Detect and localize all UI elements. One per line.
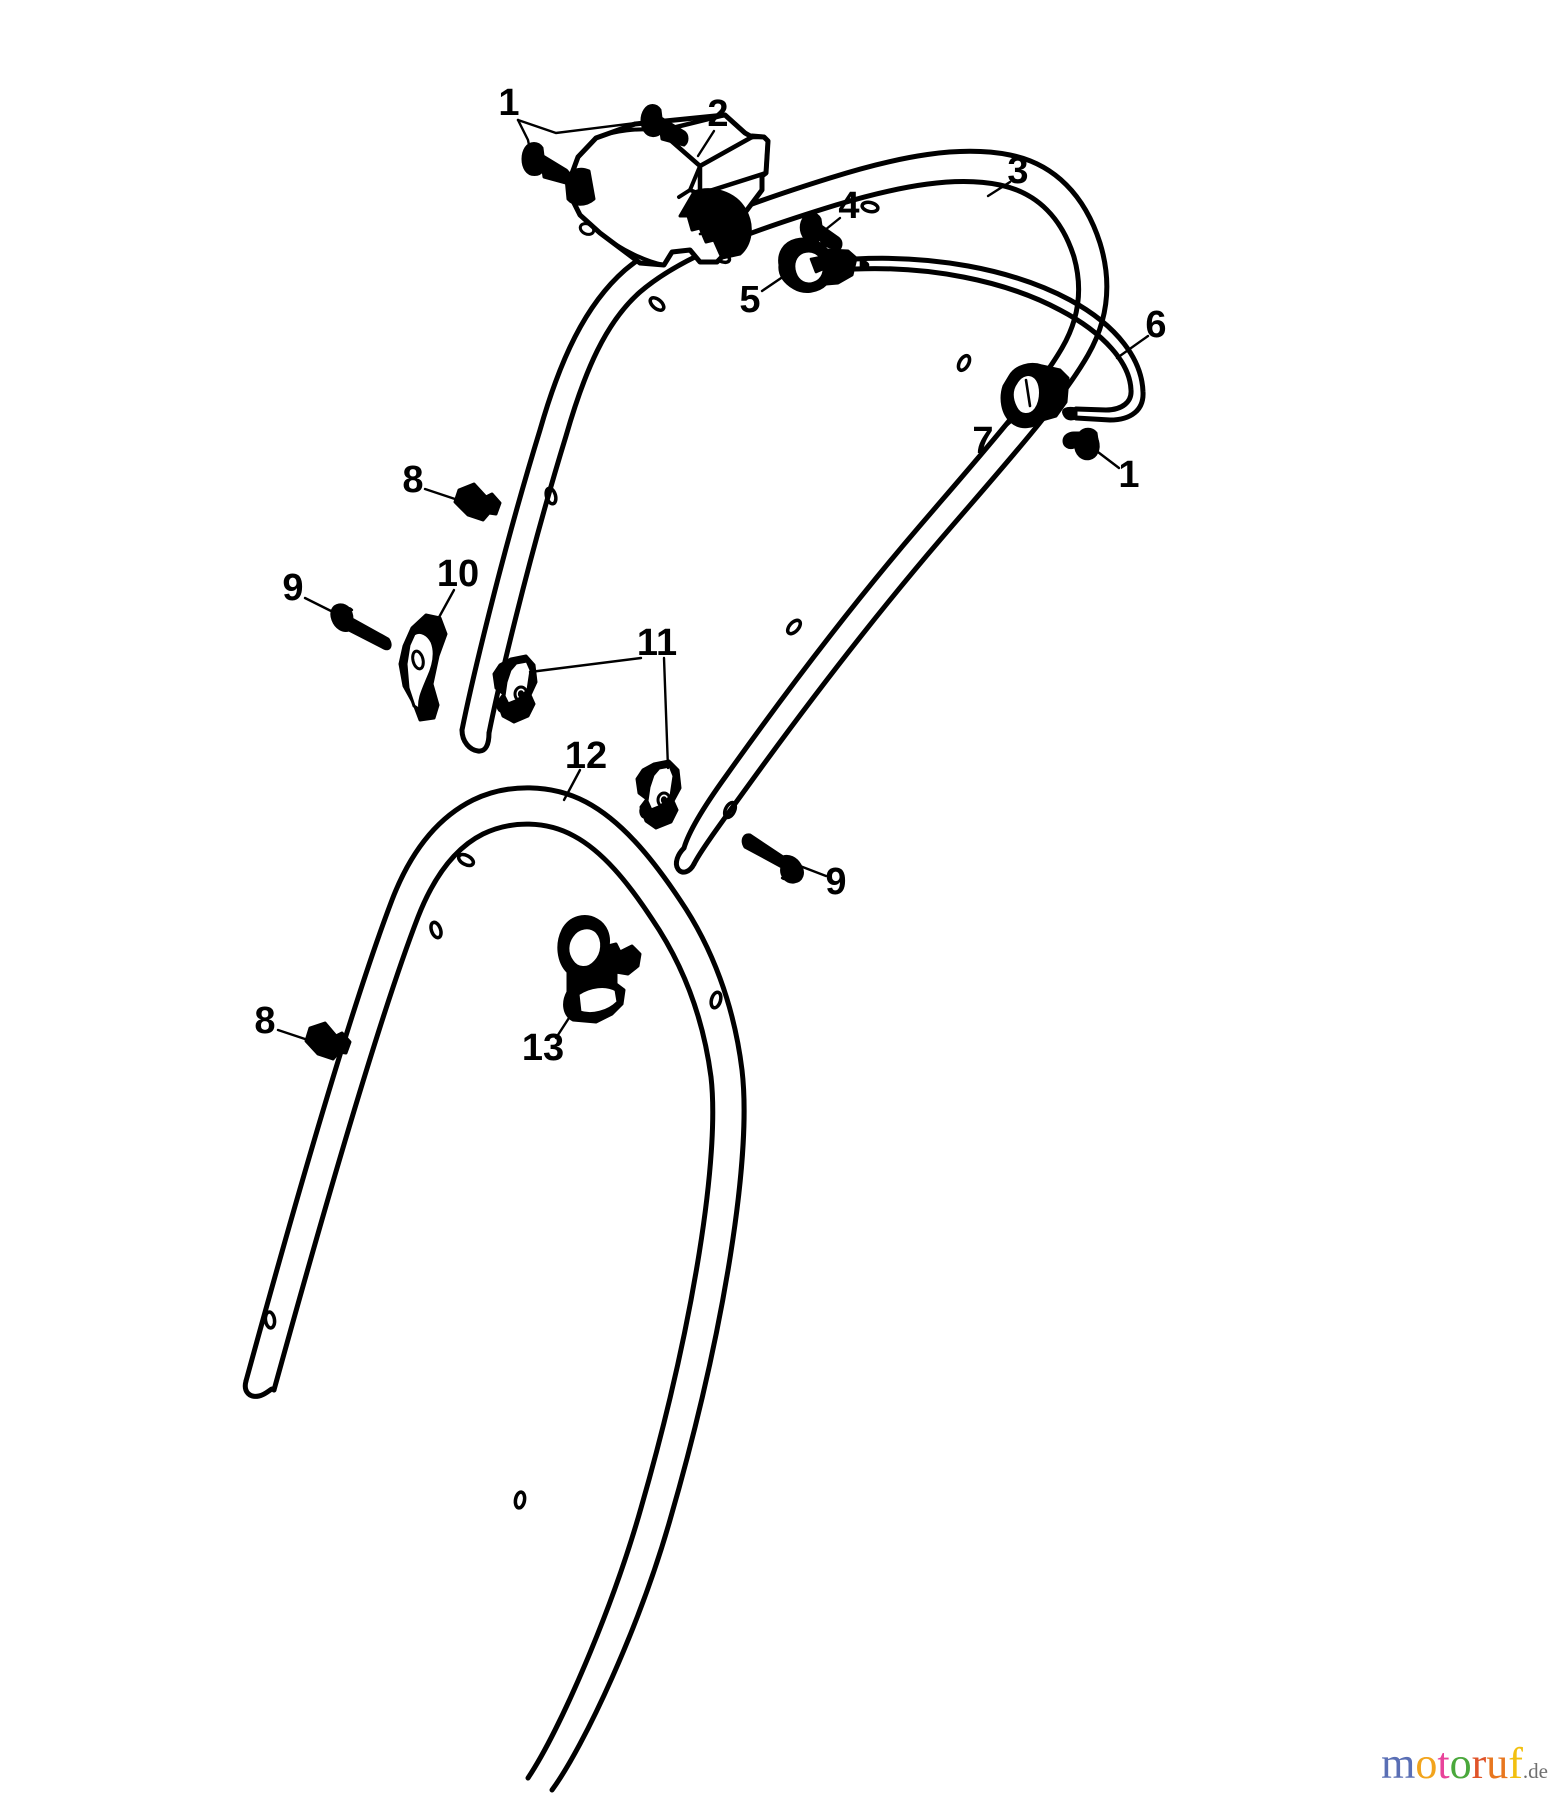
part-1-screw-upper-a (640, 104, 689, 147)
part-1-screw-lower-right (1062, 427, 1100, 461)
logo-letter-o2: o (1449, 1739, 1472, 1788)
part-1-screw-upper-b (521, 142, 571, 185)
logo-suffix: .de (1522, 1759, 1548, 1783)
callout-5: 5 (739, 279, 760, 321)
callout-3: 3 (1007, 150, 1028, 192)
callout-2: 2 (707, 93, 728, 135)
part-13-cable-guide-clip (557, 915, 642, 1024)
switch-housing-ribs (678, 188, 752, 260)
part-5-cable-clamp-upper (778, 237, 858, 293)
callout-7: 7 (972, 420, 993, 462)
part-10-bracket-plate (398, 613, 448, 722)
part-3-upper-handle-bar (459, 148, 1110, 875)
callout-8b: 8 (254, 1000, 275, 1042)
part-11-wing-knob-lower (635, 759, 682, 830)
callout-9b: 9 (825, 861, 846, 903)
callout-1b: 1 (1118, 454, 1139, 496)
logo-letter-u: u (1486, 1739, 1509, 1788)
motoruf-logo[interactable]: motoruf.de (1381, 1742, 1548, 1786)
logo-letter-o1: o (1415, 1739, 1438, 1788)
leader-lines (276, 118, 1150, 1042)
part-12-lower-handle-bar (242, 785, 747, 1793)
callout-11: 11 (637, 622, 677, 664)
callout-8a: 8 (402, 459, 423, 501)
part-9-pin-left (330, 603, 392, 651)
part-8-bushing-lower (304, 1021, 352, 1061)
part-2-switch-housing (564, 112, 771, 268)
part-11-wing-knob-upper (492, 654, 538, 724)
part-9-pin-right (741, 833, 804, 884)
logo-letter-r: r (1471, 1739, 1487, 1788)
callout-13: 13 (522, 1027, 564, 1069)
callout-4: 4 (838, 185, 859, 227)
callout-6: 6 (1145, 304, 1166, 346)
logo-letter-f: f (1508, 1739, 1523, 1788)
callout-10: 10 (437, 553, 479, 595)
logo-letter-m: m (1381, 1739, 1416, 1788)
part-6-control-cable (844, 255, 1146, 423)
part-7-cable-clamp-lower (1000, 362, 1070, 429)
callout-9a: 9 (282, 567, 303, 609)
callout-numbers: 1 2 3 4 5 6 7 1 8 9 10 11 12 9 13 8 (254, 82, 1166, 1069)
part-8-bushing-upper (453, 482, 502, 522)
callout-12: 12 (565, 735, 607, 777)
callout-1a: 1 (498, 82, 519, 124)
logo-letter-t: t (1437, 1739, 1450, 1788)
